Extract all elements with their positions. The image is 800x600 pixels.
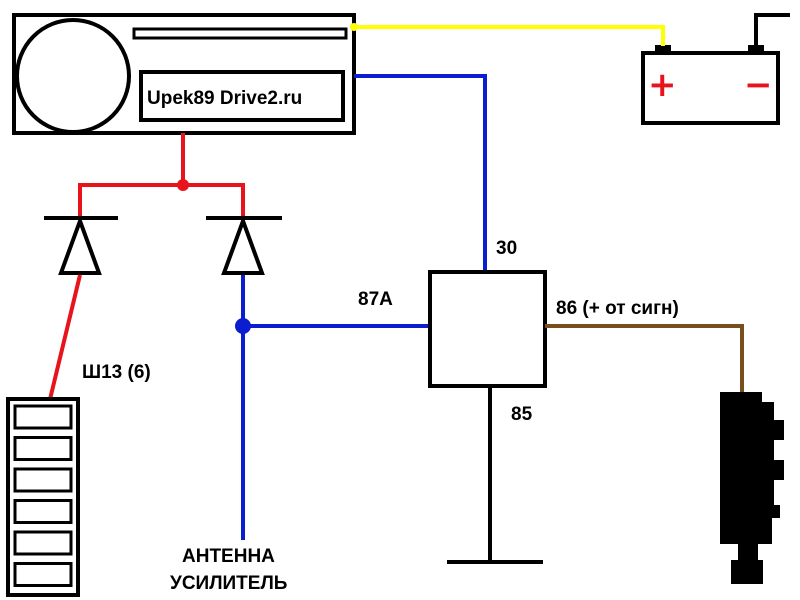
- head-unit: Upek89 Drive2.ru: [12, 13, 356, 135]
- connector-sh13: [6, 397, 80, 597]
- signal-module-stem: [738, 544, 758, 562]
- battery-body: [641, 51, 780, 125]
- wire-red-connector: [43, 274, 82, 421]
- connector-slot: [13, 562, 73, 587]
- connector-slots: [13, 404, 73, 587]
- yellow-wire-junction: [350, 23, 358, 31]
- diode-right: [206, 215, 282, 275]
- connector-slot: [13, 467, 73, 493]
- connector-slot: [13, 530, 73, 556]
- wire-brown-signal: [545, 324, 744, 394]
- connector-slot: [13, 499, 73, 524]
- relay-pin-86-label: 86 (+ от сигн): [556, 298, 679, 319]
- head-unit-display: [139, 70, 345, 122]
- antenna-label-line2: УСИЛИТЕЛЬ: [170, 573, 287, 594]
- battery-plus-sign: +: [648, 65, 677, 105]
- head-unit-cd-slot: [132, 27, 348, 40]
- battery-ground-symbol: [754, 13, 790, 46]
- connector-label: Ш13 (6): [82, 362, 151, 383]
- relay-pin-87a-label: 87A: [358, 289, 393, 310]
- connector-slot: [13, 404, 73, 430]
- relay-pin-85-label: 85: [511, 404, 533, 425]
- signal-module-plug: [731, 560, 763, 584]
- battery-negative-terminal: [748, 45, 764, 55]
- signal-module-body: [720, 392, 784, 544]
- relay-body: [428, 270, 547, 388]
- relay-pin-30-label: 30: [496, 238, 517, 259]
- wire-yellow-battery-plus: [354, 25, 665, 46]
- wire-red-diode-feed: [78, 133, 245, 218]
- battery: + −: [641, 45, 780, 125]
- blue-wire-junction-dot: [235, 318, 251, 334]
- relay-ground-symbol: [447, 386, 543, 564]
- diode-left: [44, 215, 118, 275]
- red-wire-junction-dot: [177, 179, 189, 191]
- wire-blue-antenna: [241, 275, 430, 540]
- signal-module: [720, 392, 784, 584]
- battery-minus-sign: −: [744, 65, 773, 105]
- head-unit-brand-label: Upek89 Drive2.ru: [147, 88, 302, 109]
- wire-blue-relay-30: [354, 74, 487, 272]
- battery-positive-terminal: [655, 45, 671, 55]
- head-unit-knob: [15, 18, 131, 134]
- connector-slot: [13, 436, 73, 461]
- antenna-label-line1: АНТЕННА: [182, 546, 275, 567]
